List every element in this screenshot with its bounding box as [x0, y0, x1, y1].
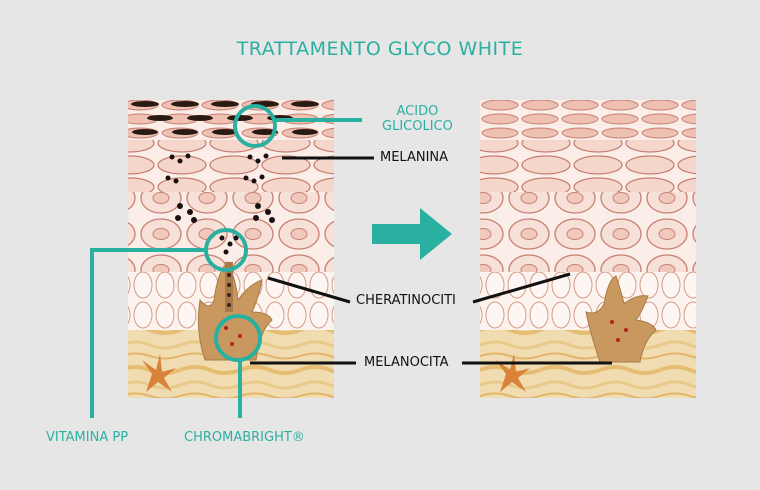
cheratinociti-leader-right	[472, 272, 571, 304]
chromabright-label: CHROMABRIGHT®	[184, 430, 305, 445]
skin-after-panel	[480, 100, 696, 398]
melanin-granules-top	[131, 101, 319, 135]
fibroblast-right	[496, 354, 530, 392]
melanina-label: MELANINA	[376, 150, 453, 165]
highlight-circle-icon	[233, 104, 277, 148]
melanocyte-after	[585, 275, 657, 363]
melanin-dots	[165, 153, 275, 255]
cheratinociti-leader-left	[267, 276, 351, 304]
cheratinociti-label: CHERATINOCITI	[352, 293, 460, 308]
fibroblast-left	[142, 354, 176, 392]
acido-label: ACIDO GLICOLICO	[378, 104, 457, 134]
melanocita-label: MELANOCITA	[360, 355, 453, 370]
diagram-title: TRATTAMENTO GLYCO WHITE	[236, 38, 524, 60]
acido-label-line2: GLICOLICO	[382, 119, 453, 134]
acido-label-line1: ACIDO	[396, 104, 439, 119]
vitamina-connector	[90, 248, 206, 418]
arrow-right-icon	[372, 208, 452, 260]
vitamina-label: VITAMINA PP	[46, 430, 129, 445]
